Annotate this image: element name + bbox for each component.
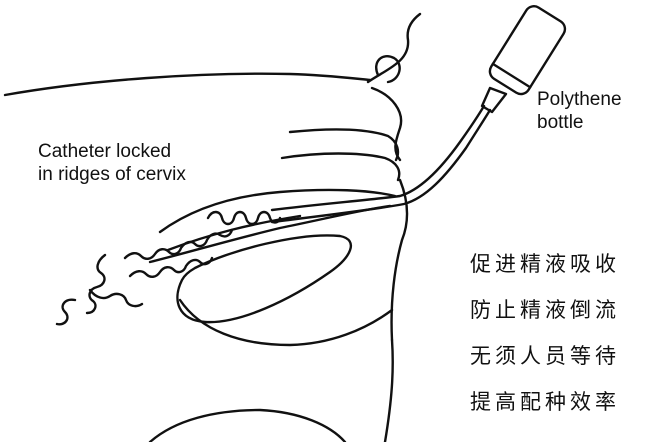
- catheter-label: Catheter locked in ridges of cervix: [38, 140, 186, 186]
- benefit-item: 提高配种效率: [470, 379, 620, 425]
- bottle-nozzle: [482, 88, 506, 112]
- benefit-item: 无须人员等待: [470, 333, 620, 379]
- catheter-label-line-1: Catheter locked: [38, 140, 186, 163]
- tract-lower-wall: [150, 206, 390, 262]
- cervix-lower-ridges: [130, 258, 212, 277]
- bottle-label: Polythene bottle: [537, 88, 622, 134]
- benefit-item: 促进精液吸收: [470, 241, 620, 287]
- uterine-horn-left: [87, 255, 105, 313]
- polythene-bottle: [487, 3, 569, 98]
- benefits-list: 促进精液吸收 防止精液倒流 无须人员等待 提高配种效率: [470, 241, 620, 425]
- benefit-item: 防止精液倒流: [470, 287, 620, 333]
- uterine-horn-lower: [90, 290, 142, 306]
- vulva-fold-low: [282, 154, 399, 181]
- leg-outline: [150, 410, 345, 442]
- bottle-label-line-1: Polythene: [537, 88, 622, 111]
- bottle-label-line-2: bottle: [537, 111, 622, 134]
- rump-outline: [385, 340, 393, 442]
- uterine-horn-curl: [57, 300, 75, 325]
- catheter-label-line-2: in ridges of cervix: [38, 163, 186, 186]
- catheter-tube-upper: [272, 106, 484, 210]
- sow-back-outline: [5, 74, 370, 95]
